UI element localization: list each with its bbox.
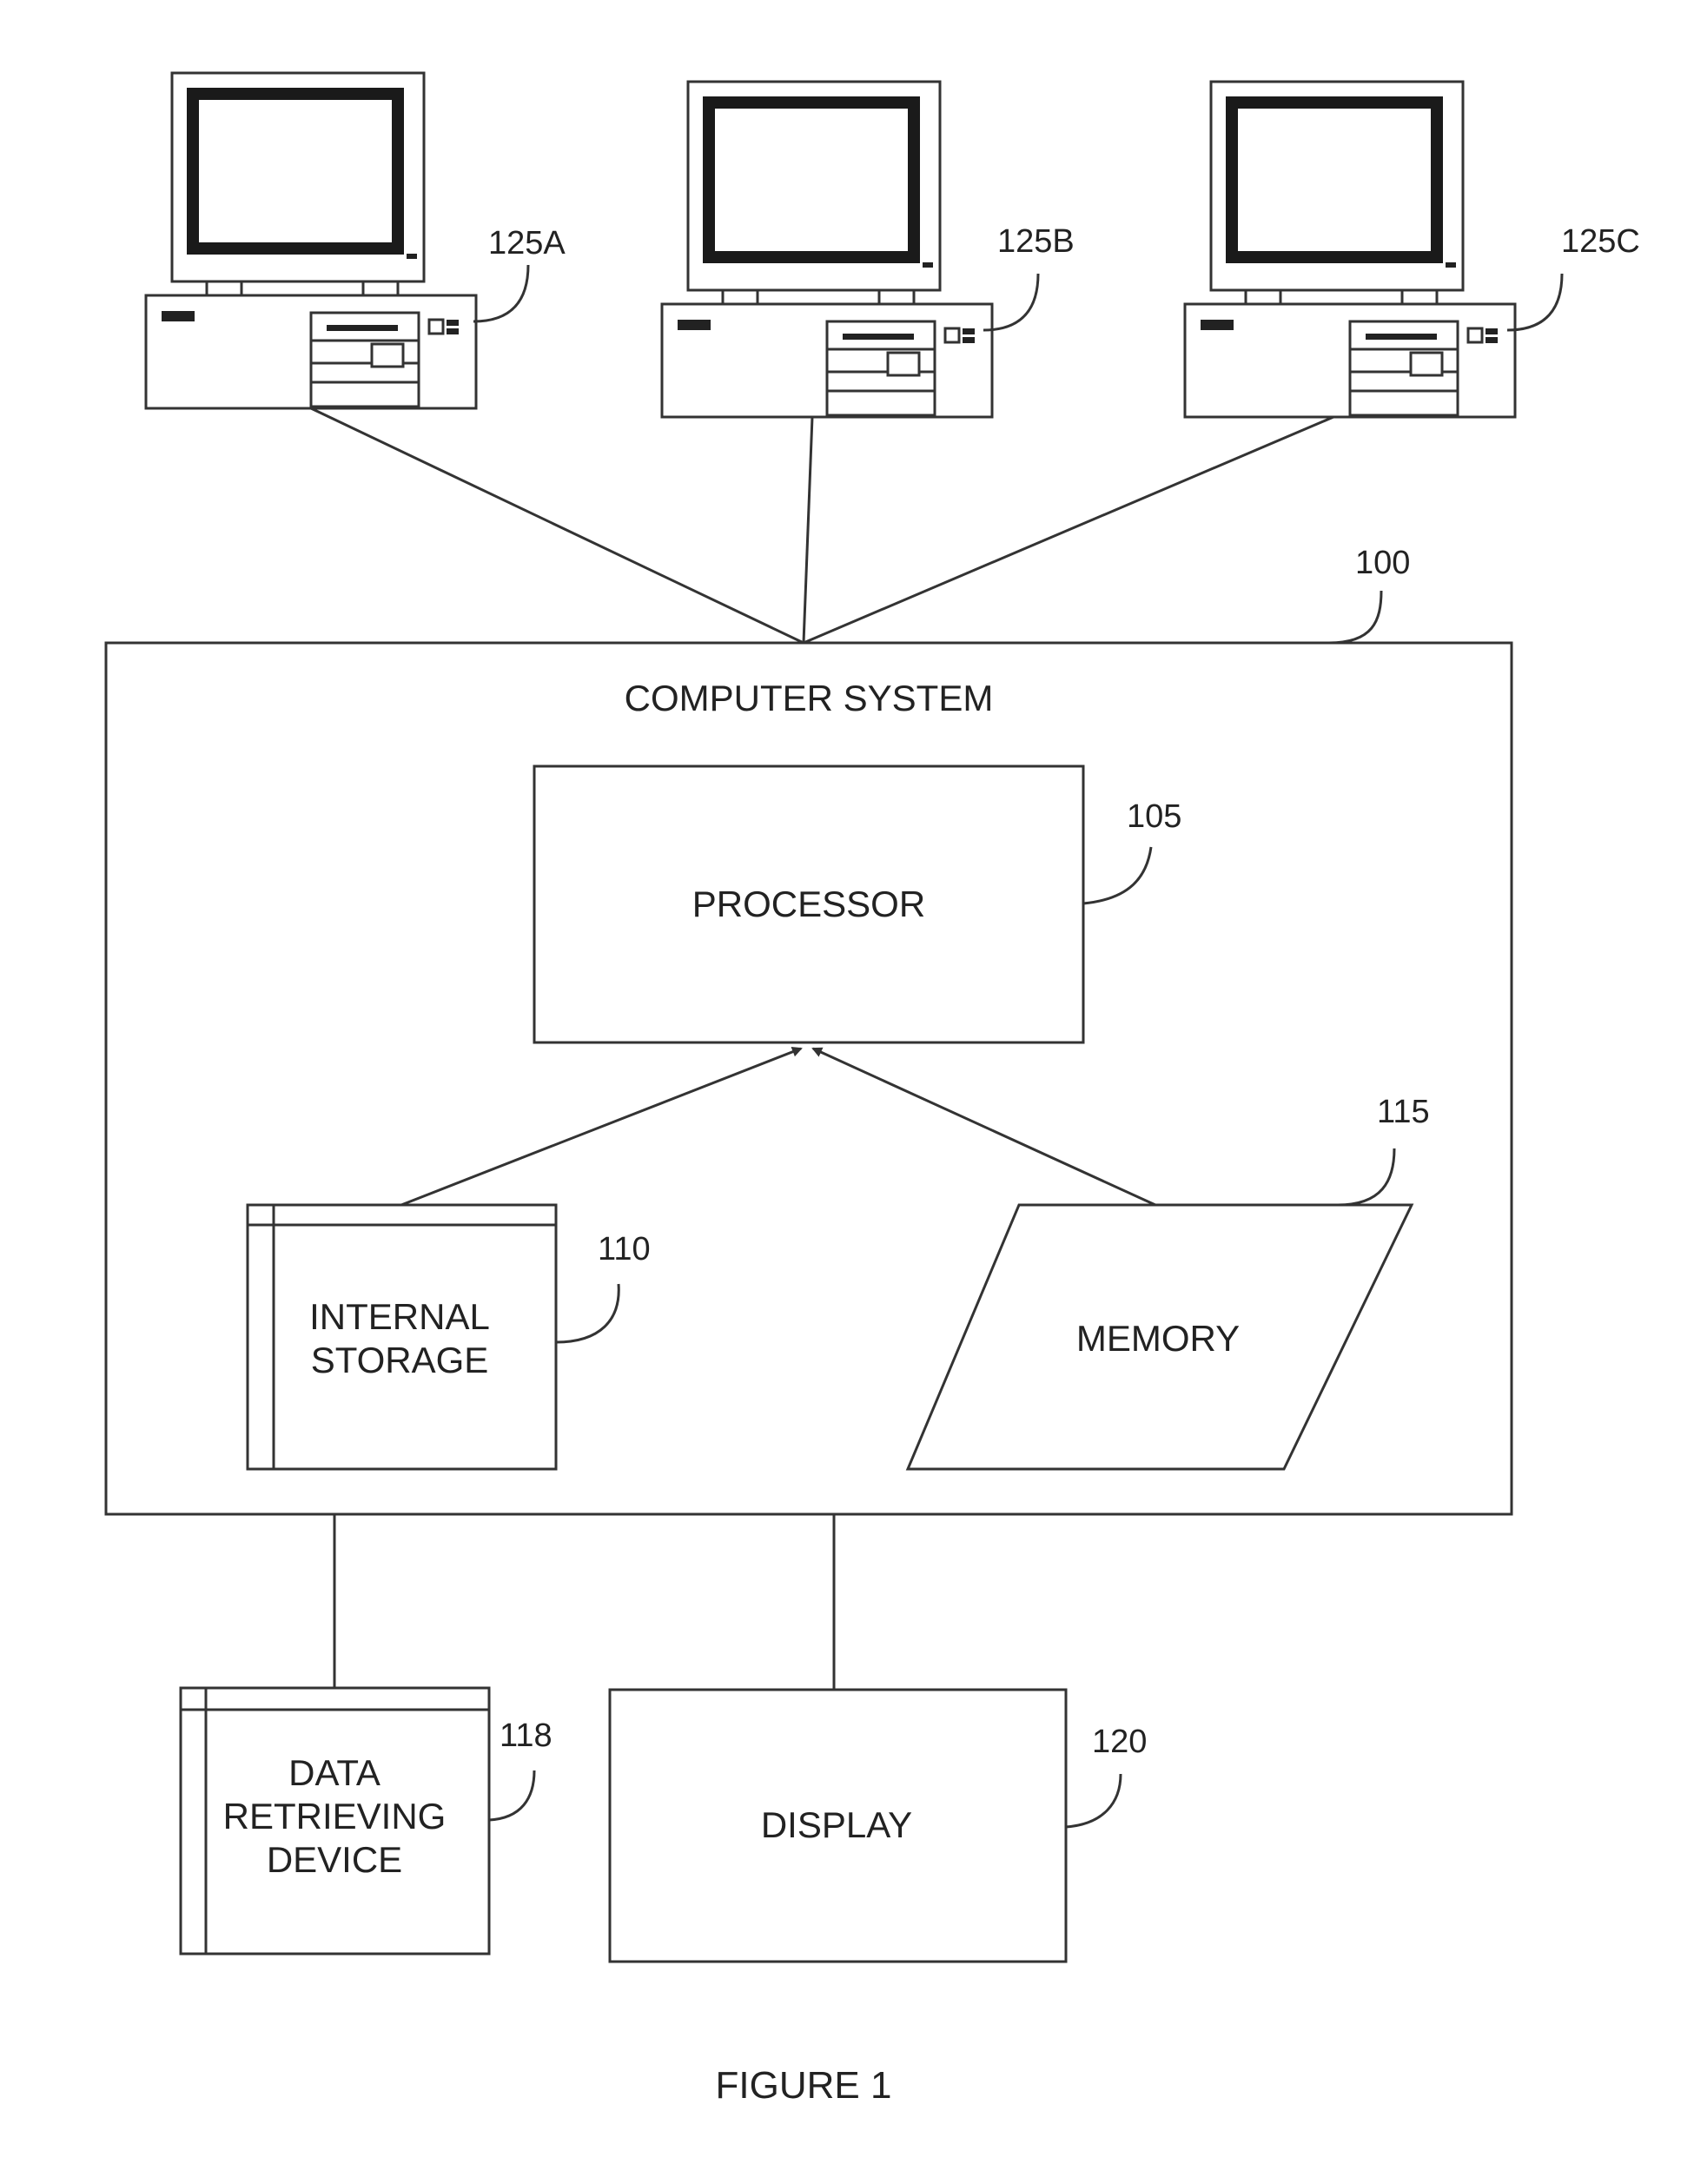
figure-caption: FIGURE 1 <box>716 2064 892 2107</box>
ref-110: 110 <box>598 1231 651 1267</box>
data-retrieving-device-label-line1: DATA <box>288 1752 380 1793</box>
client-computer-125a: 125A <box>146 73 566 408</box>
ref-105: 105 <box>1127 798 1181 835</box>
desktop-computer-icon <box>146 73 476 408</box>
data-retrieving-device-label-line3: DEVICE <box>267 1839 402 1880</box>
computer-system-label: COMPUTER SYSTEM <box>625 678 994 718</box>
display-block: DISPLAY 120 <box>610 1690 1147 1962</box>
link-125b <box>804 417 812 643</box>
display-label: DISPLAY <box>761 1804 912 1845</box>
ref-125b: 125B <box>997 223 1075 260</box>
ref-118: 118 <box>500 1717 553 1754</box>
ref-125c: 125C <box>1561 223 1640 260</box>
ref-120: 120 <box>1092 1724 1147 1760</box>
data-retrieving-device-label-line2: RETRIEVING <box>223 1796 447 1837</box>
internal-storage-box <box>248 1205 556 1469</box>
ref-125a: 125A <box>488 225 566 261</box>
internal-storage-label-line2: STORAGE <box>311 1340 489 1380</box>
link-125a <box>311 408 804 643</box>
memory-label: MEMORY <box>1076 1318 1240 1359</box>
ref-115: 115 <box>1377 1094 1430 1130</box>
client-computer-125c: 125C <box>1185 82 1640 417</box>
data-retrieving-device-block: DATA RETRIEVING DEVICE 118 <box>181 1688 553 1954</box>
client-computer-125b: 125B <box>662 82 1075 417</box>
internal-storage-label-line1: INTERNAL <box>309 1296 490 1337</box>
desktop-computer-icon <box>1185 82 1515 417</box>
processor-label: PROCESSOR <box>692 884 925 924</box>
desktop-computer-icon <box>662 82 992 417</box>
ref-100: 100 <box>1355 545 1410 581</box>
link-125c <box>804 417 1333 643</box>
